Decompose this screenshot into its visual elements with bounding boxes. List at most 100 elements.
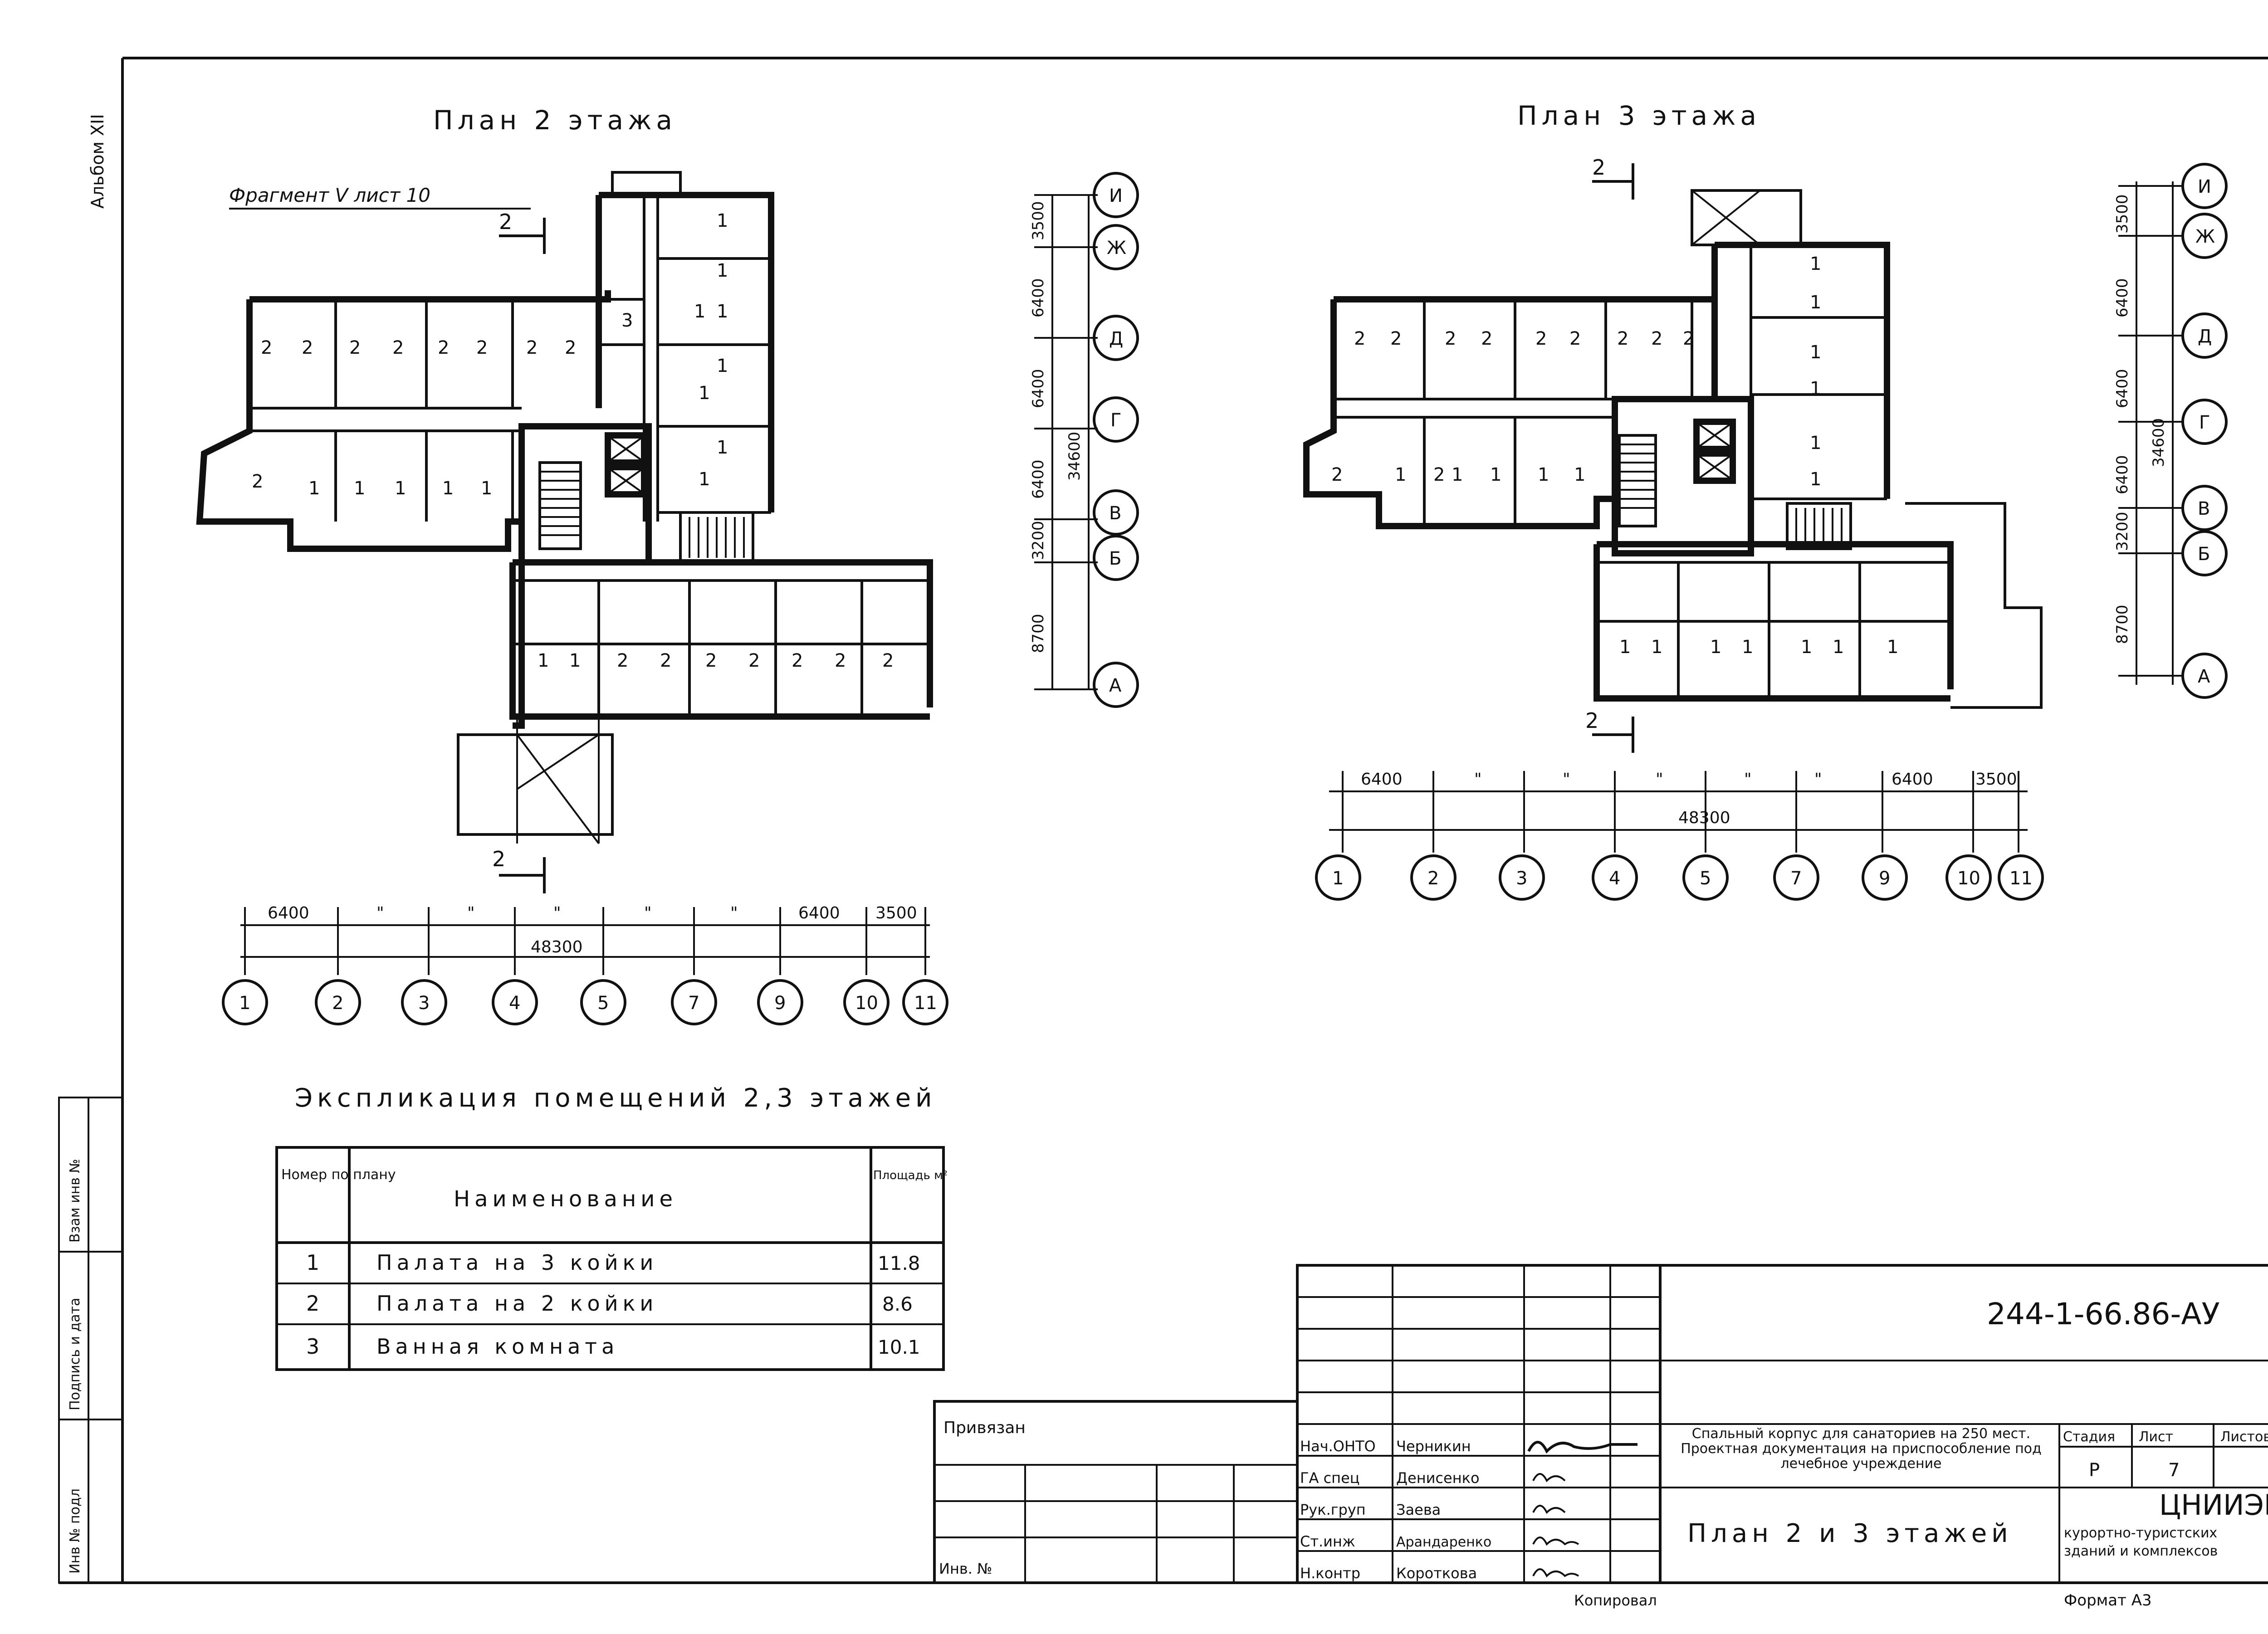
room-label: 2 bbox=[252, 471, 263, 492]
room-label: 2 bbox=[660, 650, 671, 671]
room-label: 2 bbox=[1354, 328, 1365, 349]
handwritten-signature bbox=[1532, 1536, 1579, 1546]
stamp-inv-orig: Инв № подл bbox=[67, 1488, 83, 1574]
signature-role: Рук.груп bbox=[1300, 1501, 1366, 1518]
room-label: 1 bbox=[1574, 464, 1585, 485]
room-label: 1 bbox=[1651, 637, 1662, 658]
signature-name: Короткова bbox=[1396, 1565, 1477, 1582]
stair-core-plan2 bbox=[538, 461, 582, 550]
plan-2-title: План 2 этажа bbox=[433, 105, 677, 136]
room-label: 1 bbox=[1801, 637, 1812, 658]
axis-number: 1 bbox=[239, 993, 250, 1014]
dim-label: 6400 bbox=[1029, 278, 1047, 317]
axis-number: 9 bbox=[1879, 868, 1890, 889]
signature-name: Черникин bbox=[1396, 1438, 1471, 1455]
axis-number: 10 bbox=[855, 993, 878, 1014]
axis-letter: И bbox=[2198, 176, 2211, 197]
plan-3-number-axes: 1 2 3 4 5 7 9 10 11 bbox=[1315, 854, 2044, 901]
axis-letter: Б bbox=[1109, 548, 1121, 569]
row-number: 1 bbox=[306, 1250, 319, 1275]
stamp-replace-inv: Взам инв № bbox=[67, 1159, 83, 1243]
room-label: 2 bbox=[1569, 328, 1581, 349]
org-sub-2: зданий и комплексов bbox=[2064, 1543, 2218, 1559]
plan-2-section-top: 2 bbox=[499, 210, 512, 234]
room-label: 2 bbox=[792, 650, 803, 671]
privyazan-label: Привязан bbox=[943, 1419, 1026, 1437]
axis-number: 4 bbox=[509, 993, 520, 1014]
dim-label: " bbox=[1656, 770, 1663, 789]
format-label: Формат А3 bbox=[2064, 1591, 2152, 1610]
row-name: Палата на 3 койки bbox=[376, 1250, 658, 1275]
room-label: 1 bbox=[1810, 292, 1821, 313]
room-label: 2 bbox=[565, 337, 576, 358]
title-block: Привязан Инв. № Нач.ОНТО Черникин ГА спе… bbox=[933, 1264, 2268, 1610]
col-header-name: Наименование bbox=[454, 1186, 677, 1212]
entrance-canopy-plan2 bbox=[457, 717, 614, 844]
sheet-label: Лист bbox=[2139, 1429, 2173, 1445]
room-label: 2 bbox=[392, 337, 404, 358]
axis-number: 11 bbox=[2009, 868, 2033, 889]
room-label: 2 bbox=[438, 337, 449, 358]
room-label: 1 bbox=[1538, 464, 1549, 485]
axis-number: 10 bbox=[1957, 868, 1980, 889]
handwritten-signature bbox=[1532, 1505, 1566, 1514]
plan-2-room-labels: 2 2 2 2 2 2 2 2 1 1 1 1 1 1 1 1 3 1 1 1 … bbox=[252, 210, 894, 671]
row-name: Палата на 2 койки bbox=[376, 1291, 658, 1316]
room-label: 1 bbox=[699, 383, 710, 404]
room-label: 2 bbox=[1445, 328, 1456, 349]
axis-letter: Ж bbox=[2195, 226, 2215, 247]
axis-letter: Б bbox=[2198, 544, 2210, 565]
dim-label: 3200 bbox=[1029, 521, 1047, 560]
room-label: 1 bbox=[717, 356, 728, 376]
room-label: 2 bbox=[1331, 464, 1343, 485]
plan-3-vertical-dims: 3500 6400 6400 6400 3200 8700 34600 bbox=[2113, 181, 2182, 685]
signature-row: Ст.инж Арандаренко bbox=[1300, 1533, 1579, 1550]
dim-total: 48300 bbox=[531, 938, 583, 956]
room-label: 1 bbox=[1619, 637, 1631, 658]
project-name: Спальный корпус для санаториев на 250 ме… bbox=[1681, 1426, 2042, 1472]
dim-label: " bbox=[1814, 770, 1822, 789]
room-label: 1 bbox=[1887, 637, 1898, 658]
axis-letter: В bbox=[1109, 503, 1121, 524]
plan-3-section-bottom: 2 bbox=[1585, 708, 1598, 733]
dim-label: 3200 bbox=[2113, 512, 2131, 551]
dim-label: 3500 bbox=[1975, 770, 2017, 789]
room-label: 1 bbox=[1395, 464, 1406, 485]
room-label: 1 bbox=[1710, 637, 1721, 658]
row-name: Ванная комната bbox=[376, 1334, 619, 1359]
room-label: 2 bbox=[476, 337, 488, 358]
room-label: 1 bbox=[699, 469, 710, 490]
room-label: 2 bbox=[835, 650, 846, 671]
room-label: 2 bbox=[1481, 328, 1492, 349]
room-label: 2 bbox=[1651, 328, 1662, 349]
room-label: 1 bbox=[1810, 469, 1821, 490]
room-label: 1 bbox=[1742, 637, 1753, 658]
handwritten-signature bbox=[1532, 1568, 1579, 1578]
explication-table: Экспликация помещений 2,3 этажей Номер п… bbox=[275, 1083, 948, 1371]
sheet-value: 7 bbox=[2168, 1460, 2180, 1481]
dim-label: " bbox=[1563, 770, 1570, 789]
axis-letter: Д bbox=[1109, 328, 1123, 349]
room-label: 1 bbox=[1810, 433, 1821, 454]
album-label: Альбом XII bbox=[88, 114, 108, 209]
dim-label: " bbox=[644, 904, 652, 922]
plan-2-vertical-dims: 3500 6400 6400 6400 3200 8700 34600 bbox=[1029, 194, 1098, 690]
signature-row: Рук.груп Заева bbox=[1300, 1501, 1566, 1518]
room-label: 1 bbox=[395, 478, 406, 499]
side-stamp: Взам инв № Подпись и дата Инв № подл bbox=[58, 1097, 123, 1584]
dim-label: " bbox=[1744, 770, 1752, 789]
inv-no-label: Инв. № bbox=[939, 1560, 992, 1577]
axis-letter: Д bbox=[2198, 326, 2212, 347]
room-label: 2 bbox=[261, 337, 272, 358]
plan-2-floor: План 2 этажа Фрагмент V лист 10 2 bbox=[196, 105, 1139, 1025]
plan-2-number-axes: 1 2 3 4 5 7 9 10 11 bbox=[222, 979, 948, 1025]
room-label: 1 bbox=[717, 301, 728, 322]
plan-3-title: План 3 этажа bbox=[1517, 100, 1761, 131]
room-label: 1 bbox=[717, 260, 728, 281]
room-label: 2 bbox=[1433, 464, 1445, 485]
axis-number: 7 bbox=[1790, 868, 1802, 889]
plan-2-letter-axes: И Ж Д Г В Б А bbox=[1088, 172, 1139, 708]
stage-value: Р bbox=[2089, 1460, 2100, 1481]
table-row: 1 Палата на 3 койки 11.8 bbox=[306, 1250, 920, 1275]
row-number: 3 bbox=[306, 1334, 319, 1359]
